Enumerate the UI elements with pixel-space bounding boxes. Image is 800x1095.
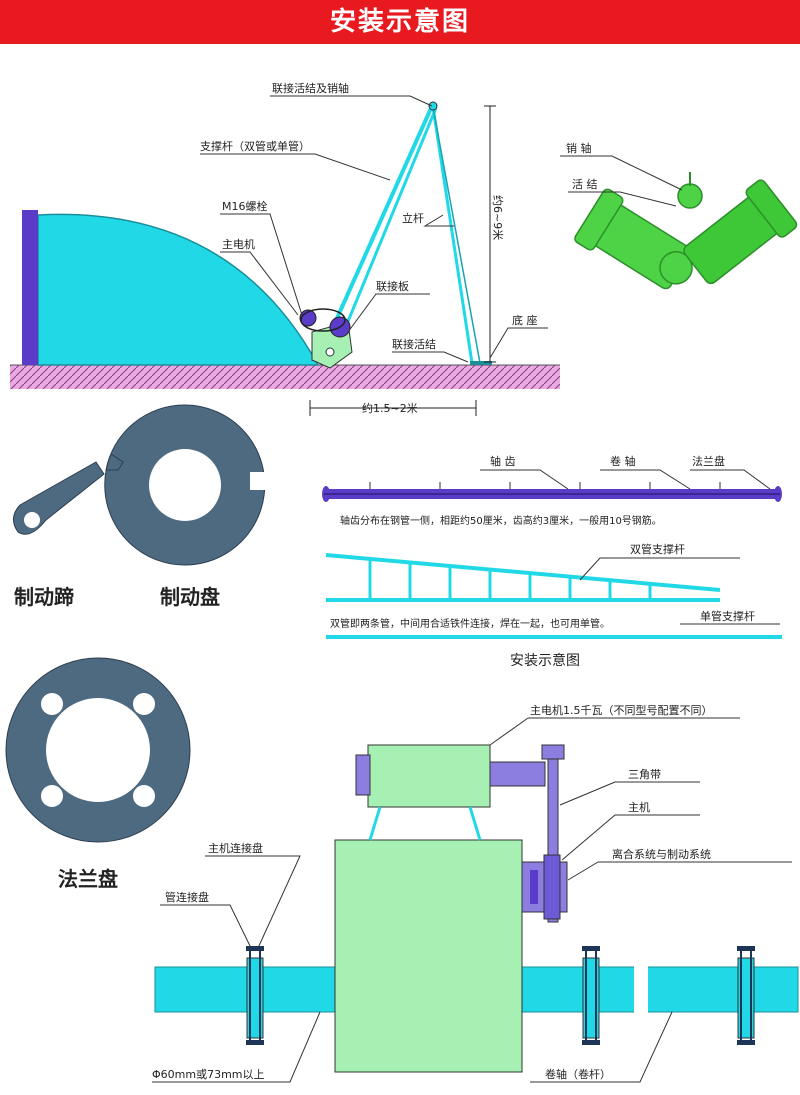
host-plate-label: 主机连接盘 <box>208 841 263 855</box>
vbelt-label: 三角带 <box>628 768 661 781</box>
ground <box>10 365 560 389</box>
main-motor-label: 主电机 <box>222 237 255 251</box>
double-rod-label: 双管支撑杆 <box>630 542 685 556</box>
shaft-flange-label: 法兰盘 <box>692 454 725 468</box>
single-rod-label: 单管支撑杆 <box>700 609 755 623</box>
rods-note: 双管即两条管，中间用合适铁件连接，焊在一起，也可用单管。 <box>330 617 610 630</box>
host-body <box>334 839 523 1073</box>
connect-plate-label: 联接板 <box>376 279 409 293</box>
pin-detail-pin <box>677 183 703 209</box>
end-wall <box>22 210 38 365</box>
host-label: 主机 <box>628 800 650 814</box>
pin-label: 销 轴 <box>566 141 592 155</box>
shaft-section: 轴 齿 卷 轴 法兰盘 轴齿分布在钢管一侧，相距约50厘米，齿高约3厘米，一般用… <box>322 454 782 527</box>
bolt-label: M16螺栓 <box>222 199 268 213</box>
base-label: 底 座 <box>512 313 538 327</box>
reel-label: 卷轴（卷杆） <box>545 1067 611 1081</box>
shaft-note: 轴齿分布在钢管一侧，相距约50厘米，齿高约3厘米，一般用10号钢筋。 <box>340 514 662 527</box>
clutch-label: 离合系统与制动系统 <box>612 847 711 861</box>
pipe-dia-label: Φ60mm或73mm以上 <box>152 1068 265 1081</box>
top-hinge-label: 联接活结及销轴 <box>272 81 349 95</box>
machine-section: 主电机1.5千瓦（不同型号配置不同） 三角带 主机 离合系统与制动系统 主机连接… <box>152 703 799 1083</box>
header-banner <box>0 0 800 44</box>
shaft-reel-label: 卷 轴 <box>610 454 636 468</box>
brake-parts: 制动蹄 制动盘 <box>13 404 268 609</box>
support-rod <box>323 105 434 346</box>
brake-disc-label: 制动盘 <box>160 585 220 609</box>
page-title: 安装示意图 <box>329 7 470 37</box>
pipe-plate-label: 管连接盘 <box>165 890 209 904</box>
hinge-label: 活 结 <box>572 178 598 191</box>
motor-body <box>367 744 491 808</box>
installation-overview: 约6~9米 约1.5~2米 联接活结及销轴 支撑杆（双管或单管） M16螺栓 主… <box>10 81 560 416</box>
rods-caption: 安装示意图 <box>510 652 580 669</box>
brake-pad-label: 制动蹄 <box>14 585 74 609</box>
shaft-teeth-label: 轴 齿 <box>490 454 516 468</box>
width-label: 约1.5~2米 <box>362 402 418 415</box>
height-label: 约6~9米 <box>491 195 504 240</box>
pipe-connectors <box>246 946 755 1045</box>
support-rod-label: 支撑杆（双管或单管） <box>200 139 310 153</box>
machine-motor-label: 主电机1.5千瓦（不同型号配置不同） <box>530 703 713 717</box>
top-pin <box>428 101 438 111</box>
flange-section: 法兰盘 <box>5 657 191 891</box>
greenhouse-film <box>37 213 320 366</box>
rods-section: 双管支撑杆 双管即两条管，中间用合适铁件连接，焊在一起，也可用单管。 单管支撑杆… <box>325 542 782 669</box>
flange-label: 法兰盘 <box>58 867 118 891</box>
pin-hinge-detail: 销 轴 活 结 <box>560 141 798 290</box>
double-rod-top <box>325 553 721 592</box>
connect-hinge-label: 联接活结 <box>392 338 436 351</box>
upright-rod <box>431 106 474 364</box>
upright-label: 立杆 <box>402 211 424 225</box>
